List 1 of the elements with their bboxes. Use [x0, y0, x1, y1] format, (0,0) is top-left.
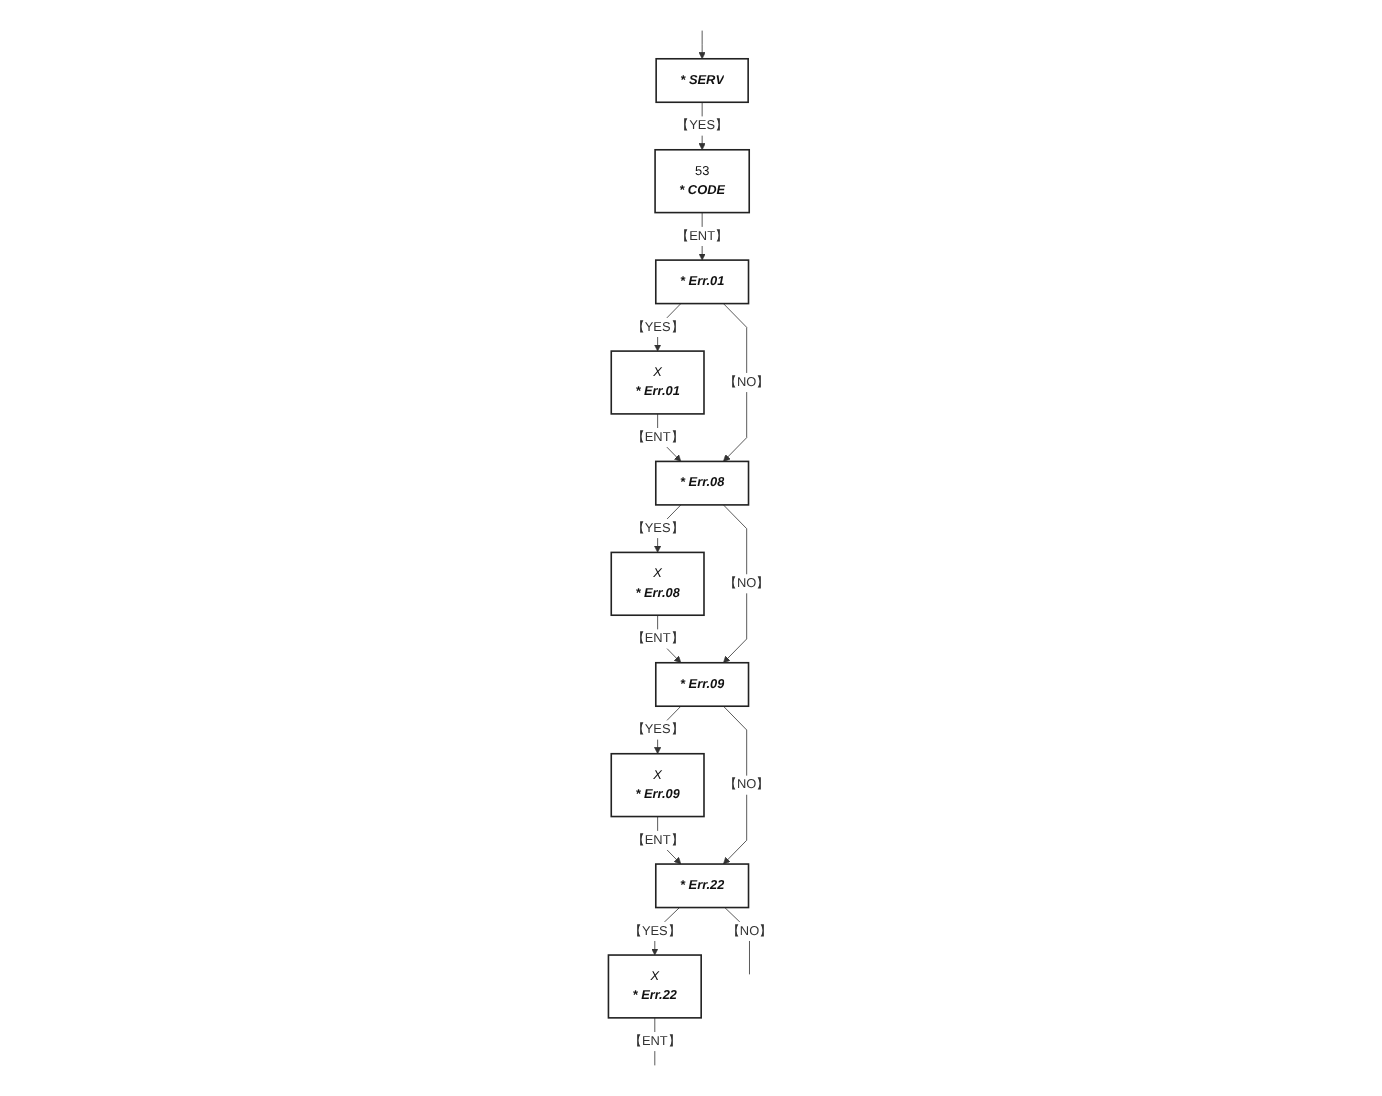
connector — [724, 907, 750, 975]
